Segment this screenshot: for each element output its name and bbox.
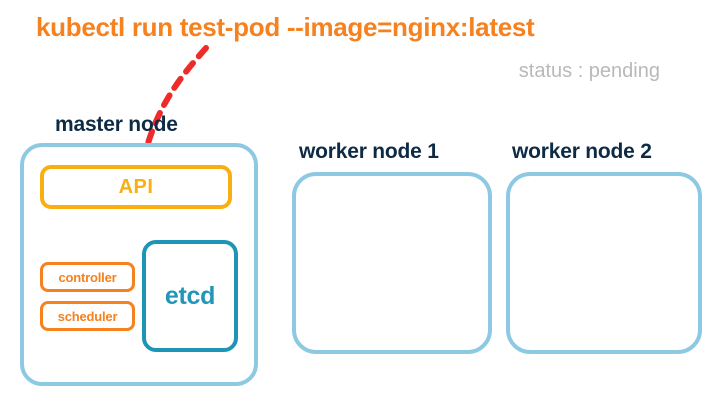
status-text: status : pending [518, 60, 660, 82]
worker-node-2-box[interactable] [506, 172, 702, 354]
api-component-box[interactable]: API [40, 165, 232, 209]
worker-node-1-box[interactable] [292, 172, 492, 354]
worker-node-1-title: worker node 1 [299, 140, 439, 163]
controller-component-label: controller [58, 269, 117, 285]
scheduler-component-box[interactable]: scheduler [40, 301, 135, 331]
etcd-component-box[interactable]: etcd [142, 240, 238, 352]
etcd-component-label: etcd [164, 281, 216, 310]
kubectl-command-text: kubectl run test-pod --image=nginx:lates… [36, 12, 535, 42]
controller-component-box[interactable]: controller [40, 262, 135, 292]
scheduler-component-label: scheduler [57, 308, 118, 324]
api-component-label: API [118, 175, 154, 198]
master-node-title: master node [55, 113, 178, 136]
worker-node-2-title: worker node 2 [512, 140, 652, 163]
